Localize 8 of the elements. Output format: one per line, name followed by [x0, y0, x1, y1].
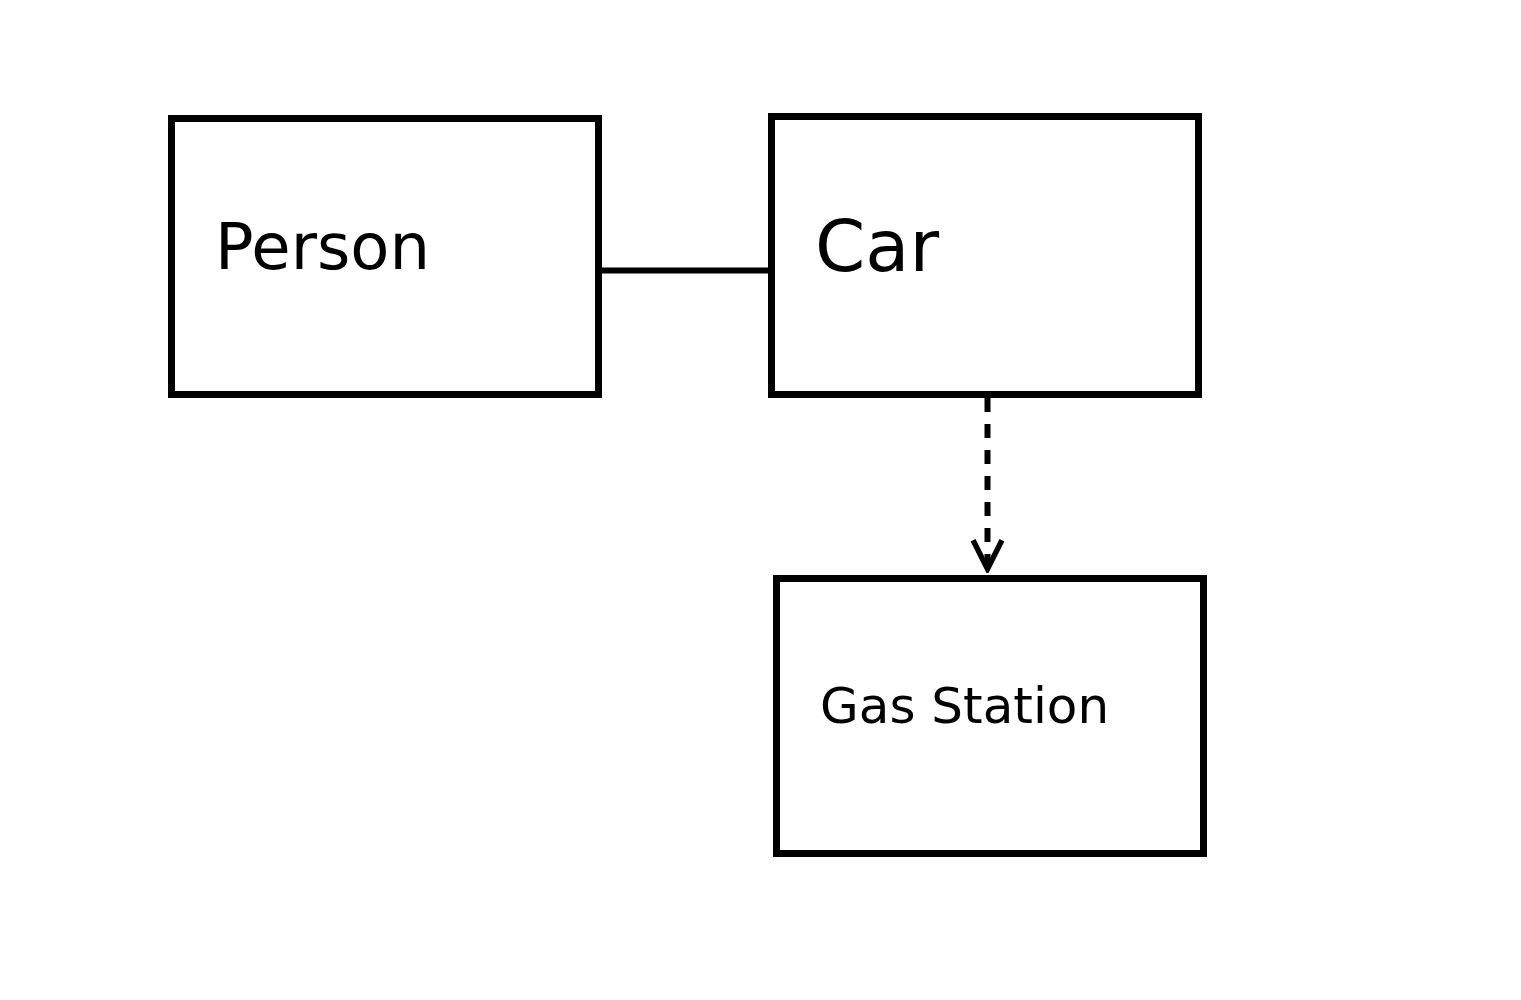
entity-label: Car [815, 203, 939, 288]
connector-line [602, 267, 768, 274]
arrow [970, 398, 1005, 572]
entity-box [773, 575, 1207, 857]
entity-box [168, 115, 602, 398]
entity-label: Person [215, 209, 431, 284]
entity-label: Gas Station [820, 677, 1110, 735]
entity-box [768, 113, 1202, 398]
